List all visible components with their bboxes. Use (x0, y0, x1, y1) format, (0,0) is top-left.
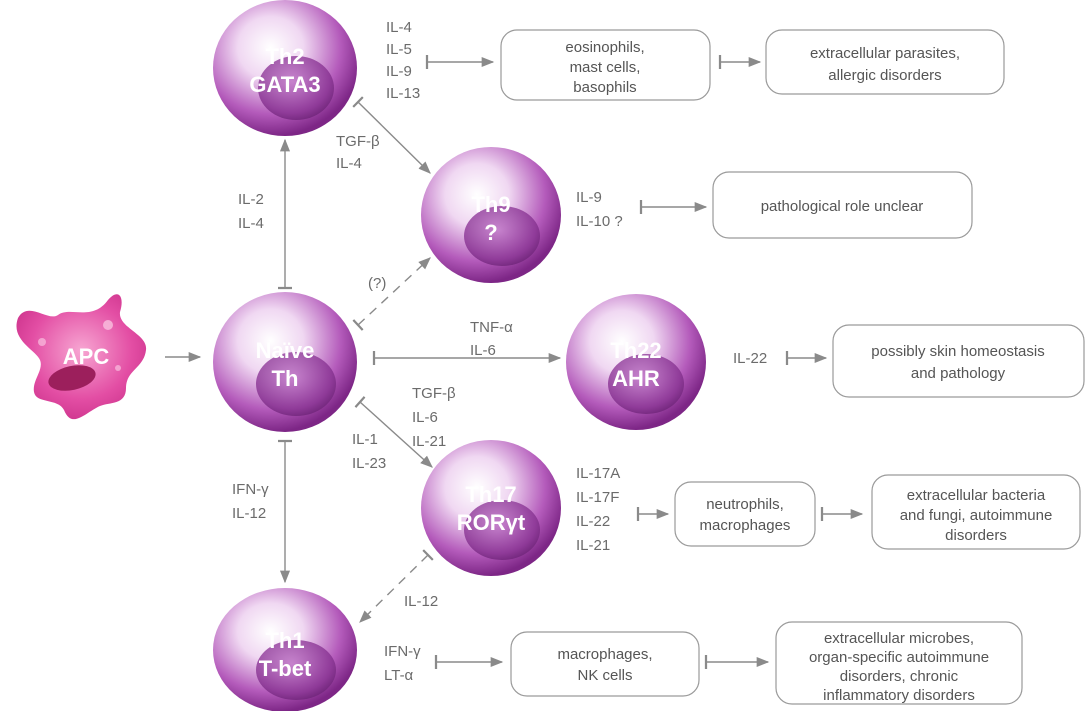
inducer-tnfa: TNF-α (470, 319, 513, 336)
product-labels: IL-4 IL-5 IL-9 IL-13 IL-9 IL-10 ? IL-22 … (384, 19, 767, 684)
svg-text:mast cells,: mast cells, (570, 59, 641, 76)
svg-text:allergic disorders: allergic disorders (828, 67, 941, 84)
inducer-labels: IL-2 IL-4 TGF-β IL-4 (?) TNF-α IL-6 TGF-… (232, 133, 513, 610)
svg-text:extracellular bacteria: extracellular bacteria (907, 487, 1046, 504)
svg-text:and pathology: and pathology (911, 365, 1006, 382)
inducer-tgfb-th17: TGF-β (412, 385, 456, 402)
naive-th: Th (272, 366, 299, 391)
th17-factor: RORγt (457, 510, 526, 535)
inducer-il6-th17: IL-6 (412, 409, 438, 426)
th17-product: IL-17F (576, 489, 619, 506)
th9-name: Th9 (471, 192, 510, 217)
arrow-naive-to-th9 (352, 257, 431, 331)
svg-text:neutrophils,: neutrophils, (706, 496, 784, 513)
th2-factor: GATA3 (249, 72, 320, 97)
th2-name: Th2 (265, 44, 304, 69)
inducer-il1: IL-1 (352, 431, 378, 448)
cell-th22: Th22 AHR (566, 294, 706, 430)
box-th2-effectors: eosinophils, mast cells, basophils (500, 29, 711, 101)
naive-name: Naïve (256, 338, 315, 363)
nucleus (464, 206, 540, 266)
svg-text:eosinophils,: eosinophils, (565, 39, 644, 56)
svg-text:extracellular parasites,: extracellular parasites, (810, 45, 960, 62)
th17-product: IL-17A (576, 465, 620, 482)
th2-product: IL-4 (386, 19, 412, 36)
svg-text:macrophages,: macrophages, (557, 646, 652, 663)
th9-product: IL-10 ? (576, 213, 623, 230)
box-th22-outcome: possibly skin homeostasis and pathology (832, 324, 1085, 398)
th1-factor: T-bet (259, 656, 312, 681)
inducer-il4: IL-4 (238, 215, 264, 232)
th2-product: IL-13 (386, 85, 420, 102)
arrow-naive-to-th17 (354, 396, 433, 468)
box-th2-outcome: extracellular parasites, allergic disord… (765, 29, 1005, 95)
svg-text:basophils: basophils (573, 79, 636, 96)
nucleus (464, 500, 540, 560)
nucleus (256, 352, 336, 416)
inducer-il12: IL-12 (232, 505, 266, 522)
th22-factor: AHR (612, 366, 660, 391)
inducer-il23: IL-23 (352, 455, 386, 472)
inducer-tgfb-th9: TGF-β (336, 133, 380, 150)
svg-text:pathological role unclear: pathological role unclear (761, 198, 924, 215)
inducer-il21-th17: IL-21 (412, 433, 446, 450)
box-th9-outcome: pathological role unclear (712, 171, 973, 239)
nucleus (608, 354, 684, 414)
inducer-il4-th9: IL-4 (336, 155, 362, 172)
arrow-th17-to-th1 (359, 549, 434, 623)
target-boxes: eosinophils, mast cells, basophils extra… (500, 29, 1085, 705)
apc-nucleus (48, 365, 96, 391)
cell-th9: Th9 ? (421, 147, 561, 283)
th22-product: IL-22 (733, 350, 767, 367)
cell-naive-th: Naïve Th (213, 292, 357, 432)
th17-name: Th17 (465, 482, 516, 507)
th22-name: Th22 (610, 338, 661, 363)
cell-th2: Th2 GATA3 (213, 0, 357, 136)
svg-text:macrophages: macrophages (700, 517, 791, 534)
svg-text:NK cells: NK cells (577, 667, 632, 684)
th9-product: IL-9 (576, 189, 602, 206)
box-th17-outcome: extracellular bacteria and fungi, autoim… (871, 474, 1081, 550)
th1-product: LT-α (384, 667, 414, 684)
th2-product: IL-9 (386, 63, 412, 80)
inducer-il12-th17-th1: IL-12 (404, 593, 438, 610)
box-th1-outcome: extracellular microbes, organ-specific a… (775, 621, 1023, 705)
cell-th17: Th17 RORγt (421, 440, 561, 576)
box-th1-effectors: macrophages, NK cells (510, 631, 700, 697)
svg-text:disorders, chronic: disorders, chronic (840, 668, 959, 685)
arrow-th2-to-th9 (352, 96, 431, 174)
th1-product: IFN-γ (384, 643, 421, 660)
svg-text:inflammatory disorders: inflammatory disorders (823, 687, 975, 704)
arrows (165, 55, 864, 669)
th9-factor: ? (484, 220, 497, 245)
th17-product: IL-21 (576, 537, 610, 554)
th2-product: IL-5 (386, 41, 412, 58)
apc-label: APC (63, 344, 110, 369)
box-th17-effectors: neutrophils, macrophages (674, 481, 816, 547)
apc-cell: APC (16, 294, 147, 420)
apc-body (16, 294, 147, 420)
th1-name: Th1 (265, 628, 304, 653)
nucleus (258, 56, 334, 120)
th17-product: IL-22 (576, 513, 610, 530)
nucleus (256, 640, 336, 700)
inducer-ifng: IFN-γ (232, 481, 269, 498)
inducer-il6-th22: IL-6 (470, 342, 496, 359)
svg-text:extracellular microbes,: extracellular microbes, (824, 630, 974, 647)
svg-text:disorders: disorders (945, 527, 1007, 544)
cell-th1: Th1 T-bet (213, 588, 357, 711)
inducer-il2: IL-2 (238, 191, 264, 208)
inducer-th9-unknown: (?) (368, 275, 386, 292)
svg-text:possibly skin homeostasis: possibly skin homeostasis (871, 343, 1044, 360)
svg-text:organ-specific autoimmune: organ-specific autoimmune (809, 649, 989, 666)
svg-text:and fungi, autoimmune: and fungi, autoimmune (900, 507, 1053, 524)
